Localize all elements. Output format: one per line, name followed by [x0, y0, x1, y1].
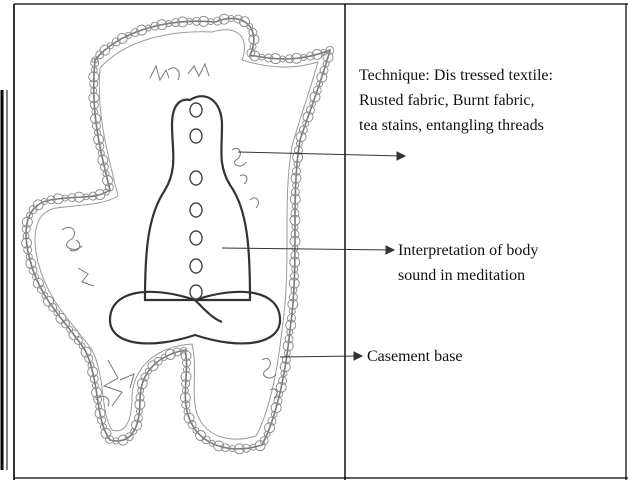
technique-line-2: Rusted fabric, Burnt fabric, — [359, 92, 535, 109]
annotation-interpretation: Interpretation of body sound in meditati… — [398, 242, 538, 284]
chakra-points — [190, 103, 202, 299]
technique-arrowhead — [397, 152, 405, 160]
chakra-circle — [190, 129, 202, 143]
casement-outline — [22, 14, 334, 454]
base-arrowhead — [354, 352, 362, 360]
figure-body — [145, 96, 250, 300]
figure-leg-cross — [195, 300, 222, 322]
technique-arrow-line — [238, 152, 400, 156]
interpretation-line-1: Interpretation of body — [398, 242, 538, 259]
scribble-right — [232, 148, 277, 398]
interpretation-line-2: sound in meditation — [398, 267, 525, 284]
scribble-top — [150, 64, 209, 80]
interpretation-arrowhead — [386, 246, 394, 254]
chakra-circle — [190, 231, 202, 245]
casement-outline-inner — [35, 30, 318, 439]
technique-line-1: Technique: Dis tressed textile: — [359, 67, 553, 84]
chakra-circle — [190, 203, 202, 217]
base-line-1: Casement base — [367, 348, 463, 365]
technique-line-3: tea stains, entangling threads — [359, 117, 544, 134]
scribble-left — [62, 227, 94, 286]
chakra-circle — [190, 285, 202, 299]
annotation-technique: Technique: Dis tressed textile: Rusted f… — [359, 67, 553, 134]
interpretation-arrow-line — [222, 248, 388, 250]
meditating-figure — [110, 96, 280, 343]
chakra-circle — [190, 259, 202, 273]
chakra-circle — [190, 171, 202, 185]
chakra-circle — [190, 103, 202, 117]
annotation-base: Casement base — [367, 348, 463, 365]
